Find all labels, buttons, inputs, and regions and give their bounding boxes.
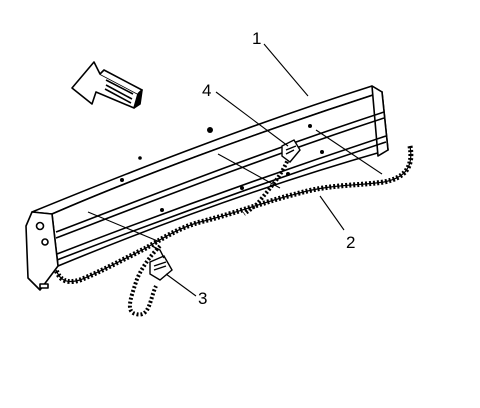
callout-3: 3	[198, 289, 207, 308]
impact-bar	[25, 85, 389, 291]
callout-4: 4	[202, 81, 211, 100]
arrow-forward-icon	[71, 61, 143, 109]
callout-1: 1	[252, 29, 261, 48]
callout-2: 2	[346, 233, 355, 252]
leader-lines	[87, 43, 383, 297]
mounting-holes	[120, 124, 324, 212]
wiring-harness	[53, 145, 414, 317]
